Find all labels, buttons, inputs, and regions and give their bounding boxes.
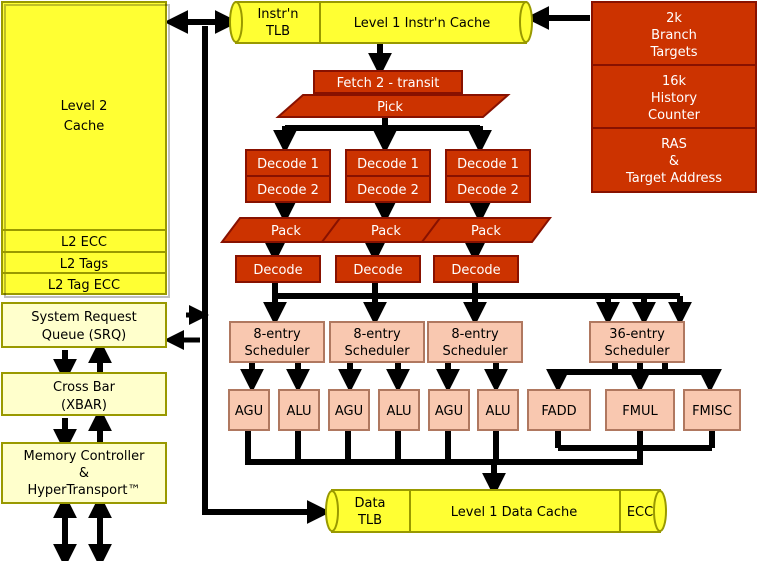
fadd-label: FADD: [541, 404, 576, 419]
scheduler-8-label: 8-entry: [353, 327, 401, 342]
alu-label: ALU: [386, 404, 411, 419]
history-counter-label-3: Counter: [648, 108, 701, 123]
dtlb-label: Data: [354, 496, 385, 511]
decode2-label: Decode 2: [457, 183, 519, 198]
decode-label: Decode: [253, 263, 302, 278]
branch-targets-label-3: Targets: [650, 45, 698, 60]
fmul-label: FMUL: [622, 404, 658, 419]
srq-label: System Request: [31, 310, 136, 325]
history-counter-label: 16k: [662, 74, 687, 89]
alu-label: ALU: [286, 404, 311, 419]
pick-label: Pick: [377, 100, 403, 115]
agu-label: AGU: [435, 404, 463, 419]
memctl-label-3: HyperTransport™: [27, 483, 140, 498]
decode1-label: Decode 1: [257, 157, 319, 172]
xbar-box: Cross Bar (XBAR): [1, 372, 167, 416]
pack-stage: Pack Pack Pack: [220, 217, 552, 243]
itlb-label: Instr'n: [257, 7, 298, 22]
scheduler-36-label: 36-entry: [609, 327, 665, 342]
l1i-label: Level 1 Instr'n Cache: [354, 16, 491, 31]
branch-predictor: 2k Branch Targets 16k History Counter RA…: [591, 1, 757, 193]
l2-tags-label: L2 Tags: [60, 257, 109, 272]
decode2-label: Decode 2: [257, 183, 319, 198]
decode-lanes: Decode 1 Decode 2 Decode 1 Decode 2 Deco…: [245, 149, 531, 203]
ras-label-2: &: [669, 154, 679, 169]
ras-label-3: Target Address: [625, 171, 722, 186]
scheduler-8-label-2: Scheduler: [244, 344, 310, 359]
fetch2-label: Fetch 2 - transit: [337, 76, 440, 91]
xbar-label: Cross Bar: [53, 380, 116, 395]
decode2-label: Decode 2: [357, 183, 419, 198]
pack-label: Pack: [271, 224, 301, 239]
pack-label: Pack: [371, 224, 401, 239]
fmisc-label: FMISC: [692, 404, 732, 419]
agu-label: AGU: [235, 404, 263, 419]
bus-lines: [53, 6, 722, 561]
dtlb-label-2: TLB: [357, 513, 382, 528]
decode-label: Decode: [353, 263, 402, 278]
branch-targets-label: 2k: [666, 11, 682, 26]
memctl-label-2: &: [79, 466, 89, 481]
decode-final: Decode Decode Decode: [235, 255, 519, 283]
pick-stage: Pick: [275, 94, 511, 118]
data-cache-block: Data TLB Level 1 Data Cache ECC: [325, 489, 667, 533]
itlb-label-2: TLB: [265, 24, 290, 39]
history-counter-label-2: History: [651, 91, 698, 106]
instr-cache-block: Instr'n TLB Level 1 Instr'n Cache: [229, 1, 533, 44]
l2-title: Level 2: [61, 99, 108, 114]
decode1-label: Decode 1: [357, 157, 419, 172]
srq-box: System Request Queue (SRQ): [1, 302, 167, 348]
dcache-ecc-label: ECC: [627, 505, 653, 520]
scheduler-8-label-2: Scheduler: [344, 344, 410, 359]
ras-label: RAS: [661, 137, 687, 152]
l2-cache: Level 2 Cache L2 ECC L2 Tags L2 Tag ECC: [1, 1, 170, 298]
branch-targets-label-2: Branch: [651, 28, 697, 43]
scheduler-36-label-2: Scheduler: [604, 344, 670, 359]
l2-tag-ecc-label: L2 Tag ECC: [48, 278, 120, 293]
decode-label: Decode: [451, 263, 500, 278]
l1d-label: Level 1 Data Cache: [451, 505, 577, 520]
scheduler-8-label: 8-entry: [451, 327, 499, 342]
pack-label: Pack: [471, 224, 501, 239]
agu-label: AGU: [335, 404, 363, 419]
fetch-transit: Fetch 2 - transit: [313, 70, 463, 94]
schedulers: 8-entry Scheduler 8-entry Scheduler 8-en…: [229, 321, 685, 363]
l2-title-2: Cache: [64, 119, 104, 134]
decode1-label: Decode 1: [457, 157, 519, 172]
alu-label: ALU: [485, 404, 510, 419]
l2-ecc-label: L2 ECC: [61, 235, 107, 250]
memctl-label: Memory Controller: [24, 449, 146, 464]
execution-units: AGU ALU AGU ALU AGU ALU FADD FMUL FMISC: [228, 389, 741, 431]
memory-controller-box: Memory Controller & HyperTransport™: [1, 442, 167, 504]
scheduler-8-label-2: Scheduler: [442, 344, 508, 359]
xbar-label-2: (XBAR): [61, 398, 107, 413]
srq-label-2: Queue (SRQ): [42, 328, 127, 343]
scheduler-8-label: 8-entry: [253, 327, 301, 342]
